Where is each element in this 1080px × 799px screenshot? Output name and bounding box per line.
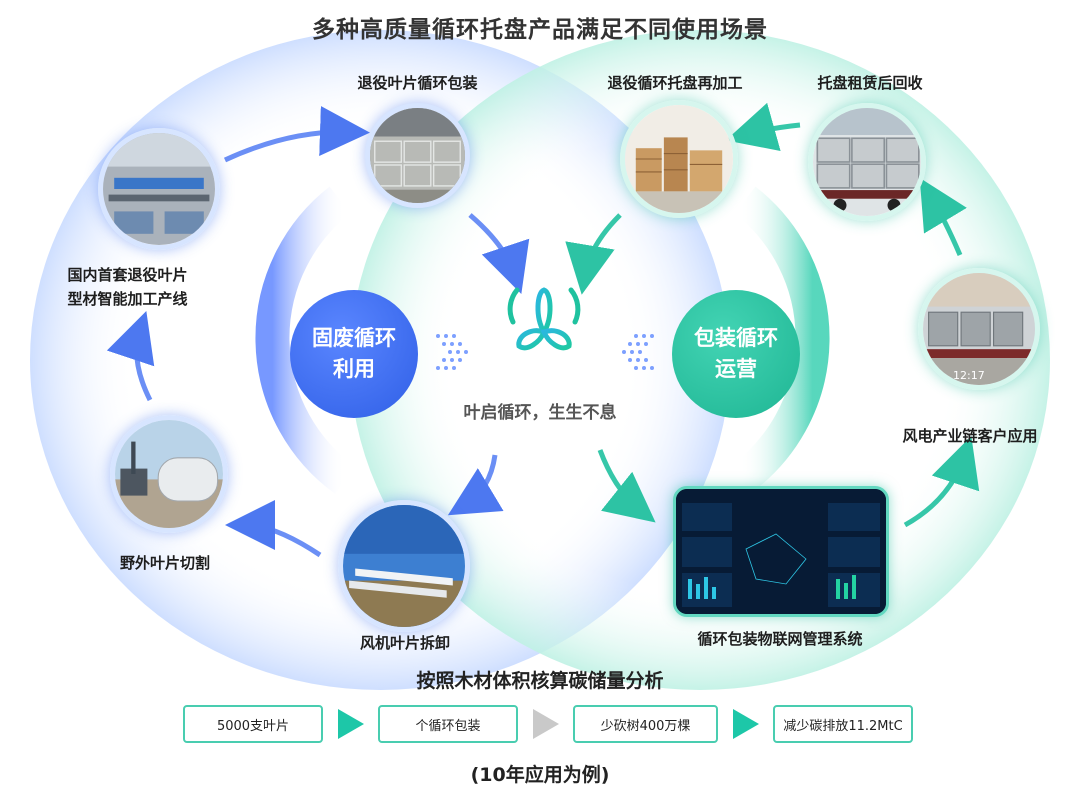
center-slogan: 叶启循环，生生不息 [463, 403, 617, 423]
label-pallet-reprocess: 退役循环托盘再加工 [607, 74, 743, 92]
label-blade-packaging: 退役叶片循环包装 [357, 74, 478, 92]
field-cutting-photo [110, 415, 228, 533]
label-production-line-1: 国内首套退役叶片 [67, 266, 188, 284]
hub-packaging: 包装循环运营 [672, 290, 800, 418]
label-production-line: 国内首套退役叶片 型材智能加工产线 [40, 263, 215, 311]
label-field-cutting: 野外叶片切割 [119, 554, 210, 572]
flow-step-4: 减少碳排放11.2MtC [773, 705, 913, 743]
flow-step-1: 5000支叶片 [183, 705, 323, 743]
blade-removal-photo [338, 500, 470, 632]
blade-packaging-photo [365, 103, 470, 208]
main-title: 多种高质量循环托盘产品满足不同使用场景 [312, 17, 768, 43]
analysis-title: 按照木材体积核算碳储量分析 [416, 670, 664, 692]
label-iot-system: 循环包装物联网管理系统 [697, 630, 863, 648]
pallet-recycle-photo [808, 103, 926, 221]
production-line-photo [98, 128, 220, 250]
label-blade-removal: 风机叶片拆卸 [359, 634, 450, 652]
hub-right-line2: 运营 [715, 357, 757, 381]
chevron-right-icon [733, 709, 759, 739]
dot-chevron-left-icon [436, 334, 468, 370]
label-production-line-2: 型材智能加工产线 [67, 290, 188, 308]
hub-solid-waste: 固废循环利用 [290, 290, 418, 418]
label-pallet-recycle: 托盘租赁后回收 [817, 74, 923, 92]
hub-left-line2: 利用 [333, 357, 375, 381]
chevron-right-icon [533, 709, 559, 739]
flow-step-3: 少砍树400万棵 [573, 705, 718, 743]
footnote: (10年应用为例) [470, 764, 610, 786]
turbine-logo-icon [507, 287, 581, 385]
label-wind-customer: 风电产业链客户应用 [902, 427, 1038, 445]
wind-customer-photo: 12:17 [918, 268, 1040, 390]
pallet-reprocess-photo [620, 100, 738, 218]
iot-dashboard-screen [673, 486, 889, 617]
hub-left-line1: 固废循环 [312, 326, 396, 350]
photo-timestamp: 12:17 [953, 369, 985, 382]
flow-step-2: 个循环包装 [378, 705, 518, 743]
chevron-right-icon [338, 709, 364, 739]
hub-right-line1: 包装循环 [694, 326, 778, 350]
dot-chevron-right-icon [622, 334, 654, 370]
